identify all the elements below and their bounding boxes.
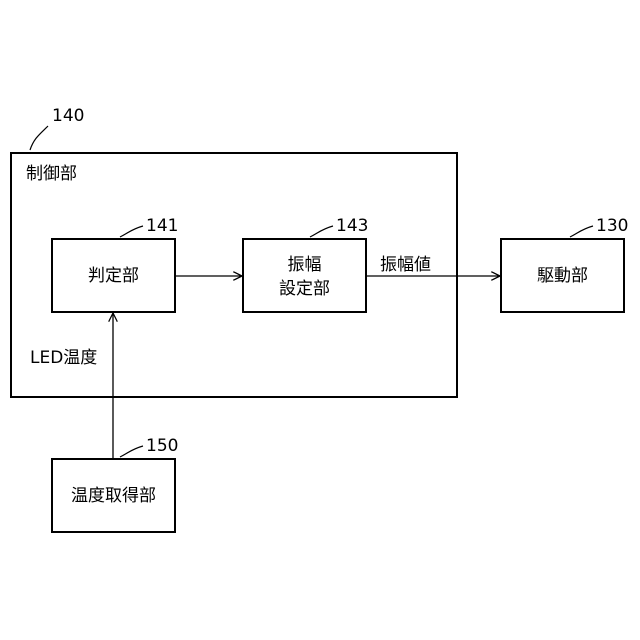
ref-141: 141	[146, 216, 178, 236]
judge-unit-label: 判定部	[88, 266, 139, 286]
leader-150	[120, 446, 143, 457]
leader-130	[570, 226, 593, 237]
ref-143: 143	[336, 216, 368, 236]
drive-unit-label: 駆動部	[537, 266, 588, 286]
amp-setting-unit-box	[243, 239, 366, 312]
control-unit-label: 制御部	[26, 164, 77, 184]
amp-setting-label-line2: 設定部	[279, 279, 330, 299]
amp-value-label: 振幅値	[380, 255, 431, 275]
amp-setting-label-line1: 振幅	[288, 255, 322, 275]
leader-140	[30, 126, 48, 150]
ref-150: 150	[146, 436, 178, 456]
led-temp-label: LED温度	[30, 348, 97, 368]
ref-140: 140	[52, 106, 84, 126]
temp-acquisition-unit-label: 温度取得部	[71, 486, 156, 506]
ref-130: 130	[596, 216, 628, 236]
